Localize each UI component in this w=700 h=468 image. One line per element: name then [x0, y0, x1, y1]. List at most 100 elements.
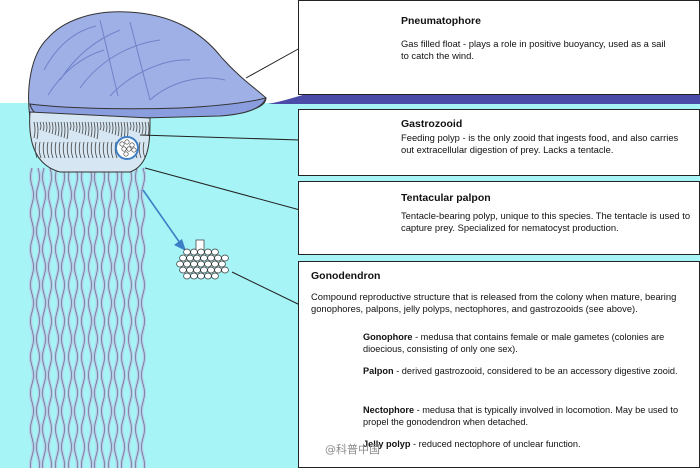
gonophore-desc: - medusa that contains female or male ga… [363, 332, 665, 354]
tentacular-palpon-title: Tentacular palpon [401, 192, 491, 204]
tentacle-outline [128, 167, 132, 468]
zooid-strand [94, 141, 98, 159]
tentacular-palpon-box: Tentacular palpon Tentacle-bearing polyp… [298, 181, 700, 255]
gonodendron-box: Gonodendron Compound reproductive struct… [298, 261, 700, 468]
zooid-strand [45, 121, 48, 133]
tentacular-palpon-desc: Tentacle-bearing polyp, unique to this s… [401, 210, 691, 233]
gonophore-bud [218, 260, 226, 268]
zooid-strand [74, 141, 78, 159]
zooid-strand [66, 141, 70, 159]
gastrozooid-desc: Feeding polyp - is the only zooid that i… [401, 132, 679, 155]
leader-lines [139, 47, 301, 306]
gonophore-bud [207, 254, 215, 262]
zooid-dot [121, 146, 127, 152]
zooid-strand [98, 141, 102, 159]
pneumatophore-box: Pneumatophore Gas filled float - plays a… [298, 0, 700, 95]
tentacle-outline [101, 167, 105, 468]
gonophore-bud [197, 248, 205, 256]
zooid-strand [54, 121, 57, 136]
zooid-strand [42, 141, 46, 159]
zooid-cluster-dots [119, 139, 137, 157]
zooid-dot [126, 146, 132, 152]
gastrozooid-box: Gastrozooid Feeding polyp - is the only … [298, 109, 700, 176]
tentacle-outline [141, 167, 145, 468]
gonophore-bud [211, 260, 219, 268]
tentacle-outline [36, 167, 40, 468]
zooid-strand [69, 121, 72, 131]
tentacle-outline [74, 167, 78, 468]
jelly-polyp-entry: Jelly polyp - reduced nectophore of uncl… [363, 438, 689, 450]
gonophore-bud [221, 254, 229, 262]
zooid-strand [82, 141, 86, 159]
zooid-strand [57, 121, 60, 137]
gonophore-bud [214, 254, 222, 262]
tentacle-outline [114, 167, 118, 468]
tentacle-outline [68, 167, 72, 468]
gonophore-bud [200, 254, 208, 262]
zooid-strand [135, 121, 138, 133]
zooid-strand [120, 121, 123, 138]
tentacle-outline [42, 167, 46, 468]
gonophore-bud [186, 266, 194, 274]
zooid-strand [90, 141, 94, 159]
gonophore-name: Gonophore [363, 332, 413, 342]
zooid-strand [63, 121, 66, 139]
arrow-to-gonodendron [142, 189, 181, 244]
gonophore-bud [197, 260, 205, 268]
zooid-strand [75, 121, 78, 133]
zooid-strand [138, 141, 142, 159]
zooid-strand [93, 121, 96, 139]
gonophore-bud [183, 260, 191, 268]
zooid-strand [50, 141, 54, 159]
zooid-strand [36, 121, 39, 140]
gonophore-bud [211, 248, 219, 256]
zooid-strand [138, 121, 141, 134]
gonophore-bud [221, 266, 229, 274]
gonophore-bud [186, 254, 194, 262]
gonophore-entry: Gonophore - medusa that contains female … [363, 331, 683, 355]
zooid-strand [129, 121, 132, 131]
zooid-strand [86, 141, 90, 159]
gonophore-bud [179, 254, 187, 262]
float-crest-lines [43, 19, 226, 101]
gonophore-bud [200, 266, 208, 274]
zooid-strand [54, 141, 58, 159]
gonophore-bud [204, 272, 212, 280]
zooid-strand [78, 141, 82, 159]
zooid-strand [87, 121, 90, 137]
watermark: @科普中国 [325, 443, 380, 456]
zooid-strand [84, 121, 87, 136]
arrow-head [174, 239, 186, 251]
zooid-strand [108, 121, 111, 134]
zooid-strand [141, 121, 144, 135]
tentacle-outline [108, 167, 112, 468]
gonophore-bud [183, 248, 191, 256]
pneumatophore-title: Pneumatophore [401, 15, 481, 27]
tentacle-outline [81, 167, 85, 468]
tentacle-outline [121, 167, 125, 468]
tentacle-outline [55, 167, 59, 468]
float-body [28, 11, 267, 119]
zooid-strand [105, 121, 108, 133]
tentacles [28, 167, 147, 468]
nectophore-name: Nectophore [363, 405, 415, 415]
gonophore-bud [204, 260, 212, 268]
tentacle-outline [135, 167, 139, 468]
gonophore-bud [211, 272, 219, 280]
zooid-strand [39, 121, 42, 131]
nectophore-entry: Nectophore - medusa that is typically in… [363, 404, 689, 428]
tentacle-outline [94, 167, 98, 468]
gonophore-bud [179, 266, 187, 274]
zooid-strand [142, 141, 146, 159]
jelly-polyp-name: Jelly polyp [363, 439, 411, 449]
gonophore-bud [204, 248, 212, 256]
zooid-strand [48, 121, 51, 134]
zooid-strand [102, 121, 105, 132]
zooid-strand [90, 121, 93, 138]
zooid-strand [66, 121, 69, 140]
zooid-strand [51, 121, 54, 135]
zooid-dot [124, 139, 130, 145]
gonophore-bud [214, 266, 222, 274]
gonophore-bud [183, 272, 191, 280]
zooid-strand [111, 121, 114, 135]
